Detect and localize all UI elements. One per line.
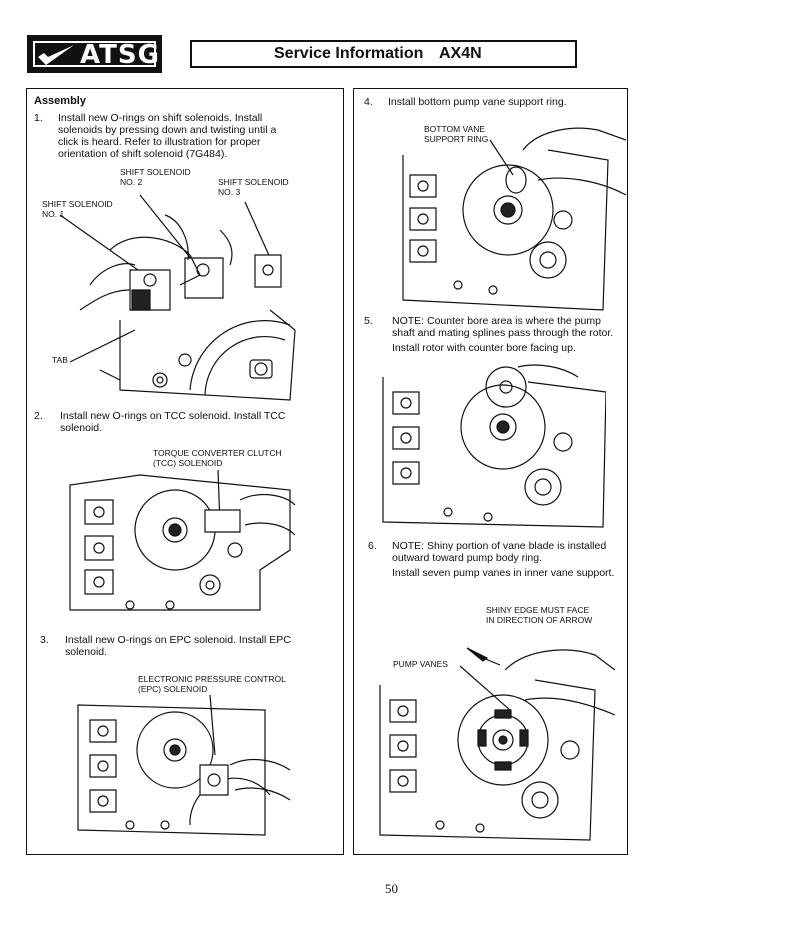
pump-vanes-illustration [375,630,615,845]
step-1-number: 1. [34,112,43,124]
assembly-heading: Assembly [34,95,86,107]
label-tab: TAB [52,355,68,365]
page-number: 50 [385,881,398,896]
atsg-logo: ATSG [27,35,162,73]
step-1-text: Install new O-rings on shift solenoids. … [58,112,277,160]
step-2-text: Install new O-rings on TCC solenoid. Ins… [60,410,286,434]
step-6-text: NOTE: Shiny portion of vane blade is ins… [392,540,615,579]
bottom-vane-support-ring-illustration [398,120,626,312]
label-epc-solenoid: ELECTRONIC PRESSURE CONTROL(EPC) SOLENOI… [138,674,286,694]
label-pump-vanes: PUMP VANES [393,659,448,669]
step-5-number: 5. [364,315,373,327]
right-panel [353,88,628,855]
step-6-number: 6. [368,540,377,552]
left-panel [26,88,344,855]
header-title-box: Service Information AX4N [190,40,577,68]
step-3-number: 3. [40,634,49,646]
page-title: Service Information [274,45,424,62]
checkmark-logo-icon [38,45,74,65]
shift-solenoid-illustration [40,190,300,405]
step-2-number: 2. [34,410,43,422]
step-5-text: NOTE: Counter bore area is where the pum… [392,315,614,354]
step-4-text: Install bottom pump vane support ring. [388,96,567,108]
rotor-install-illustration [378,362,606,530]
label-tcc-solenoid: TORQUE CONVERTER CLUTCH(TCC) SOLENOID [153,448,282,468]
model-title: AX4N [439,45,482,62]
step-4-number: 4. [364,96,373,108]
epc-solenoid-illustration [70,695,295,845]
logo-text: ATSG [80,40,160,70]
tcc-solenoid-illustration [60,470,300,625]
step-3-text: Install new O-rings on EPC solenoid. Ins… [65,634,291,658]
